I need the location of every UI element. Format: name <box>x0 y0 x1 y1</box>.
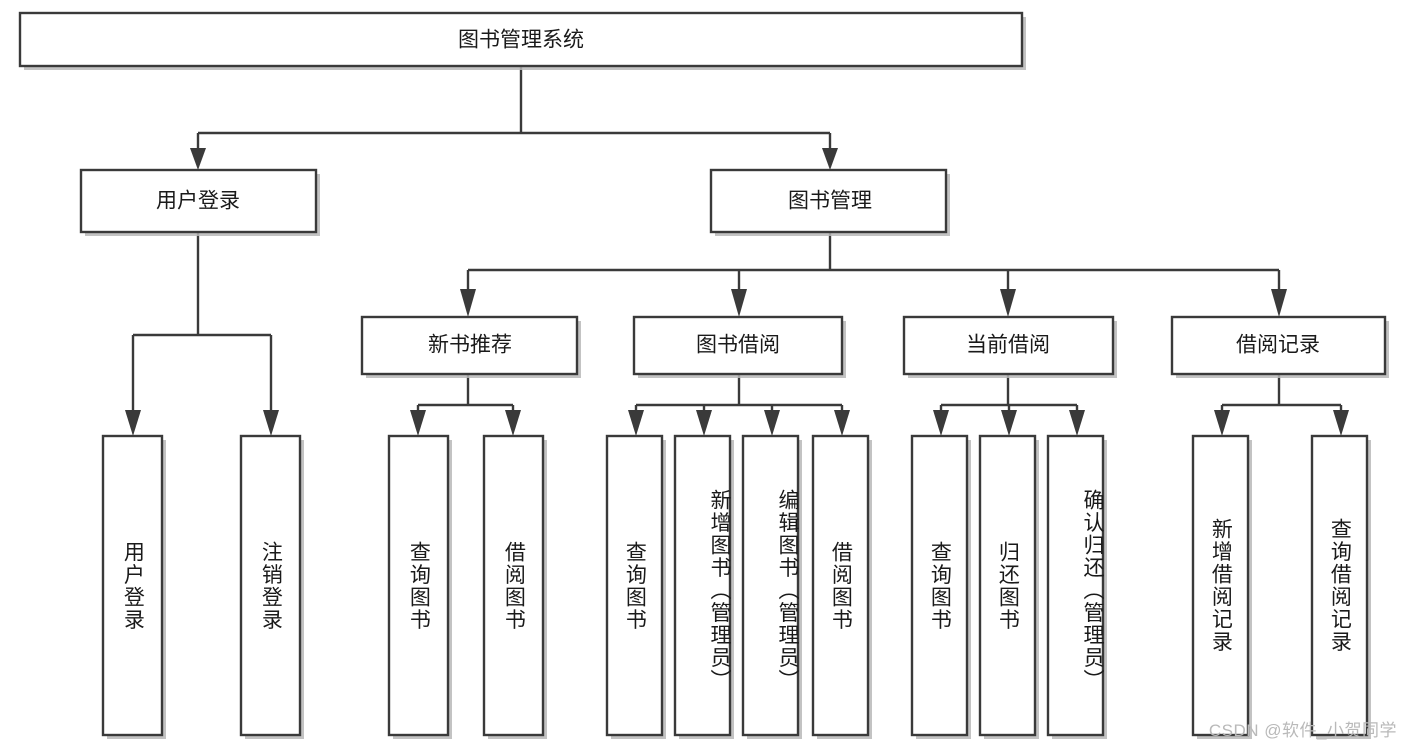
node-book-manage-box[interactable] <box>709 168 948 234</box>
leaf-add-record-box[interactable] <box>1191 434 1250 737</box>
node-new-book-rec-box[interactable] <box>360 315 579 376</box>
node-book-borrow-label: 图书借阅 <box>696 334 780 357</box>
arrow-head-leaf-borrow-book-2 <box>834 410 850 436</box>
leaf-borrow-book-2-box[interactable] <box>811 434 870 737</box>
arrow-head-book-manage <box>822 148 838 170</box>
leaf-query-record-box[interactable] <box>1310 434 1369 737</box>
node-new-book-rec-label: 新书推荐 <box>428 334 512 357</box>
arrow-head-leaf-add-book <box>696 410 712 436</box>
node-user-login-label: 用户登录 <box>156 190 240 213</box>
node-book-borrow[interactable]: 图书借阅 <box>632 315 846 378</box>
arrow-head-leaf-query-book-2 <box>628 410 644 436</box>
arrow-head-leaf-confirm-return <box>1069 410 1085 436</box>
node-current-borrow-label: 当前借阅 <box>966 334 1050 357</box>
arrow-head-leaf-add-record <box>1214 410 1230 436</box>
node-user-login-box[interactable] <box>79 168 318 234</box>
arrow-head-leaf-query-record <box>1333 410 1349 436</box>
node-book-borrow-box[interactable] <box>632 315 844 376</box>
node-current-borrow-box[interactable] <box>902 315 1115 376</box>
node-book-manage-label: 图书管理 <box>788 190 872 213</box>
leaf-logout-login-box[interactable] <box>239 434 302 737</box>
leaf-borrow-book-1-box[interactable] <box>482 434 545 737</box>
leaf-query-book-2-box[interactable] <box>605 434 664 737</box>
leaf-query-book-3-box[interactable] <box>910 434 969 737</box>
leaf-confirm-return-box[interactable] <box>1046 434 1105 737</box>
arrow-head-new-book-rec <box>460 289 476 317</box>
arrow-head-leaf-edit-book <box>764 410 780 436</box>
leaf-return-book-box[interactable] <box>978 434 1037 737</box>
connector-group <box>125 66 1349 436</box>
node-root[interactable]: 图书管理系统 <box>18 11 1026 70</box>
arrow-head-leaf-logout-login <box>263 410 279 436</box>
arrow-head-leaf-user-login <box>125 410 141 436</box>
node-user-login[interactable]: 用户登录 <box>79 168 320 236</box>
arrow-head-book-borrow <box>731 289 747 317</box>
arrow-head-leaf-return-book <box>1001 410 1017 436</box>
arrow-head-borrow-record <box>1271 289 1287 317</box>
arrow-head-leaf-query-book-1 <box>410 410 426 436</box>
csdn-watermark: CSDN @软件_小贺同学 <box>1208 721 1397 740</box>
leaf-box-group <box>101 434 1371 739</box>
node-borrow-record-box[interactable] <box>1170 315 1387 376</box>
node-borrow-record[interactable]: 借阅记录 <box>1170 315 1389 378</box>
leaf-add-book-box[interactable] <box>673 434 732 737</box>
node-root-label: 图书管理系统 <box>458 29 584 52</box>
arrow-head-leaf-query-book-3 <box>933 410 949 436</box>
arrow-head-current-borrow <box>1000 289 1016 317</box>
node-new-book-rec[interactable]: 新书推荐 <box>360 315 581 378</box>
leaf-edit-book-box[interactable] <box>741 434 800 737</box>
node-root-box[interactable] <box>18 11 1024 68</box>
leaf-user-login-box[interactable] <box>101 434 164 737</box>
leaf-query-book-1-box[interactable] <box>387 434 450 737</box>
node-book-manage[interactable]: 图书管理 <box>709 168 950 236</box>
node-current-borrow[interactable]: 当前借阅 <box>902 315 1117 378</box>
arrow-head-leaf-borrow-book-1 <box>505 410 521 436</box>
arrow-head-user-login <box>190 148 206 170</box>
node-borrow-record-label: 借阅记录 <box>1236 334 1320 357</box>
